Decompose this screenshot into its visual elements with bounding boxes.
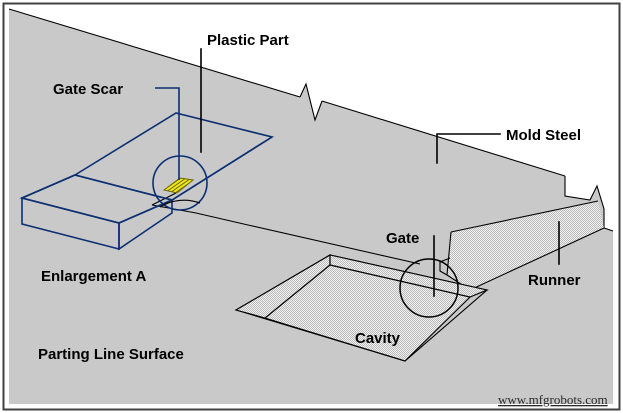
mold-top-edge-right <box>321 100 566 177</box>
cavity-floor-outline <box>263 264 472 362</box>
label-plastic-part: Plastic Part <box>207 32 289 49</box>
plastic-part <box>19 112 275 251</box>
label-parting-line-surface: Parting Line Surface <box>38 346 184 363</box>
parting-line-edge-left <box>151 192 177 206</box>
cavity-pocket <box>234 254 489 362</box>
plastic-part-edge-b <box>171 136 273 201</box>
enlargement-callout-arc <box>159 199 201 208</box>
gate-scar-patch <box>162 177 195 194</box>
plastic-part-edge-a <box>21 174 76 199</box>
gate-scar-leader <box>155 87 180 180</box>
runner-end-edge <box>446 231 452 276</box>
watermark-text: www.mfgrobots.com <box>498 392 608 407</box>
break-symbol-icon <box>299 82 323 122</box>
plastic-part-right-face <box>118 198 173 251</box>
figure-border-inner-highlight <box>6 6 617 407</box>
runner-surface-fill <box>447 201 604 290</box>
runner-gate-step <box>439 257 451 276</box>
runner-far-edge <box>450 200 599 233</box>
label-gate: Gate <box>386 230 419 247</box>
label-gate-scar: Gate Scar <box>53 81 123 98</box>
label-mold-steel: Mold Steel <box>506 127 581 144</box>
gate-detail-circle <box>399 258 459 318</box>
runner-near-edge <box>469 227 605 291</box>
gate-scar-detail-circle <box>152 155 208 211</box>
runner-channel <box>439 200 605 291</box>
mold-top-edge-left <box>8 8 301 98</box>
label-runner: Runner <box>528 272 581 289</box>
label-cavity: Cavity <box>355 330 401 347</box>
cavity-floor-fill <box>265 265 470 361</box>
mold-steel-leader <box>436 133 501 164</box>
label-enlargement-a: Enlargement A <box>41 268 146 285</box>
